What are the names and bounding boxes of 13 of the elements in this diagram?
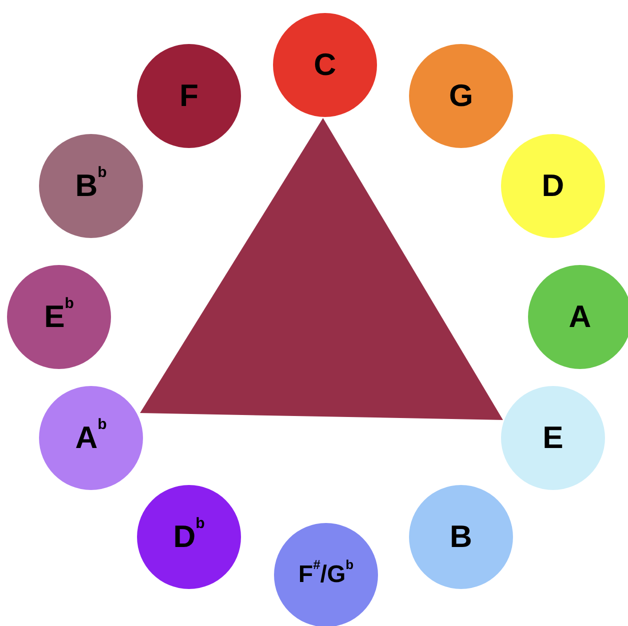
note-name: F	[180, 78, 198, 114]
note-name: E	[542, 420, 564, 456]
note-name: C	[314, 47, 336, 83]
note-name: D$^{b}$	[173, 519, 205, 555]
triangle	[140, 118, 503, 420]
note-name: D	[542, 168, 564, 204]
note-name: A	[568, 299, 592, 335]
note-name: F$^{#}$/G$^{b}$	[298, 561, 354, 589]
note-name: B	[450, 519, 472, 555]
note-name: B$^{b}$	[75, 168, 107, 204]
note-name: G	[448, 78, 474, 114]
note-name: E$^{b}$	[44, 299, 74, 335]
note-name: A$^{b}$	[75, 420, 107, 456]
